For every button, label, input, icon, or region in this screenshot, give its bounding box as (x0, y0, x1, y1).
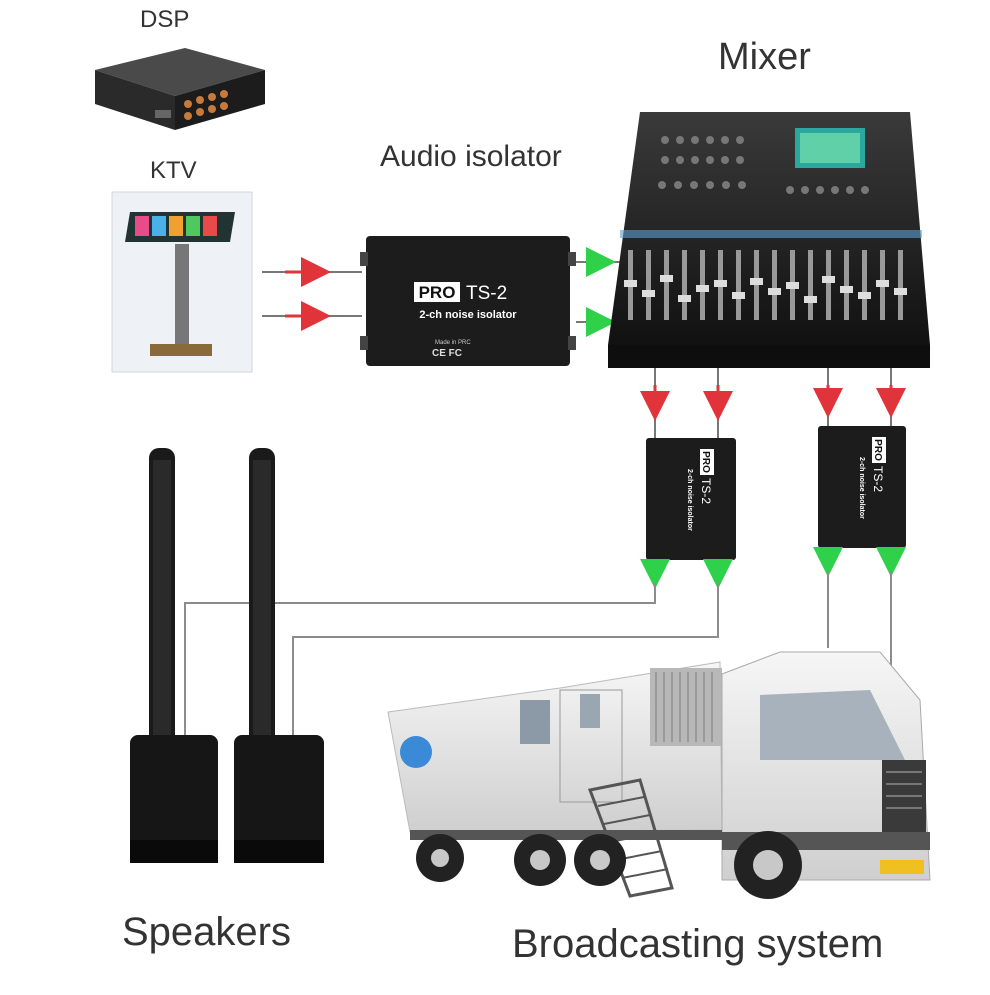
isolator-2-subtitle: 2-ch noise isolator (686, 469, 693, 531)
dsp-label: DSP (140, 6, 190, 33)
ktv-label: KTV (150, 157, 197, 184)
isolator-unit-2: PRO TS-2 2-ch noise isolator (646, 438, 736, 560)
isolator-model: TS-2 (466, 283, 507, 304)
broadcasting-system-label: Broadcasting system (512, 922, 884, 966)
isolator-unit-3: PRO TS-2 2-ch noise isolator (818, 426, 906, 548)
speaker-left (130, 448, 218, 863)
ktv-to-isolator-arrows (262, 257, 362, 331)
isolator-brand: PRO (419, 283, 456, 302)
isolator-2-brand: PRO (700, 451, 711, 473)
isolator-3-model: TS-2 (871, 466, 885, 492)
speakers-label: Speakers (122, 910, 291, 954)
isolator-output-arrows (640, 547, 906, 589)
speaker-cables (184, 571, 892, 735)
mixer-device (608, 112, 930, 368)
audio-isolator-device: PRO TS-2 2-ch noise isolator Made in PRC… (360, 236, 576, 366)
broadcasting-truck (387, 651, 931, 899)
isolator-subtitle: 2-ch noise isolator (419, 309, 517, 321)
isolator-made-in: Made in PRC (435, 340, 471, 346)
speaker-right (234, 448, 324, 863)
audio-isolator-label: Audio isolator (380, 140, 562, 173)
mixer-label: Mixer (718, 36, 811, 78)
dsp-device (95, 48, 265, 130)
isolator-3-brand: PRO (872, 439, 883, 461)
isolator-2-model: TS-2 (699, 478, 713, 504)
mixer-to-isolators-arrows (640, 368, 906, 440)
isolator-3-subtitle: 2-ch noise isolator (858, 457, 865, 519)
isolator-cert: CE FC (432, 348, 462, 359)
ktv-device (111, 191, 253, 373)
